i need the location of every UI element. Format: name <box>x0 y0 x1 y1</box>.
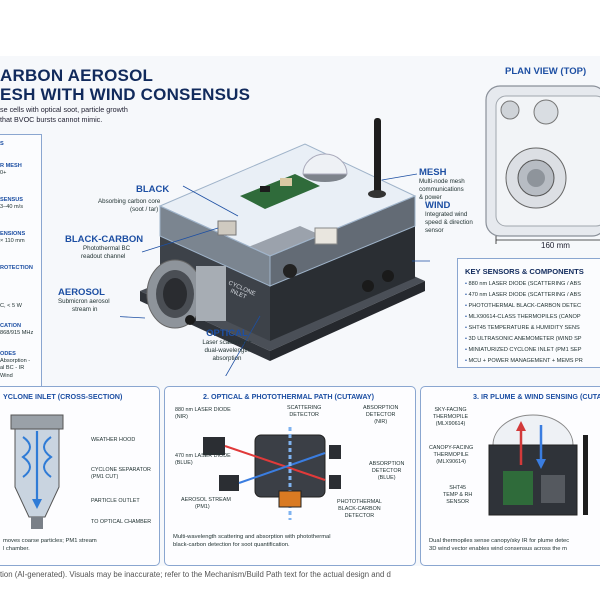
intro-text: se cells with optical soot, particle gro… <box>0 105 128 124</box>
panel-title: 2. OPTICAL & PHOTOTHERMAL PATH (CUTAWAY) <box>203 392 375 401</box>
spec-item: C, < 5 W <box>0 303 22 309</box>
callout-black-carbon: BLACK-CARBON Photothermal BC readout cha… <box>65 234 144 260</box>
panel-caption: moves coarse particles; PM1 stream l cha… <box>3 538 97 552</box>
wind-dome <box>492 414 574 446</box>
sensor-list-item: MINIATURIZED CYCLONE INLET (PM1 SEP <box>465 347 582 353</box>
plan-dimension: 160 mm <box>541 241 570 250</box>
spec-item: SENSUS 3–40 m/s <box>0 197 24 211</box>
panel-cyclone-inlet: YCLONE INLET (CROSS-SECTION) WEATHER HOO… <box>0 386 160 566</box>
sensor-module <box>217 220 237 236</box>
nir-beam <box>224 445 326 481</box>
key-sensors-box: KEY SENSORS & COMPONENTS 880 nm LASER DI… <box>457 258 600 368</box>
laser-diode-470 <box>219 475 239 491</box>
spec-item: ODES Absorption - al BC - IR Wind <box>0 351 31 379</box>
connector-port <box>382 270 394 282</box>
sensor-list-item: 880 nm LASER DIODE (SCATTERING / ABS <box>465 281 581 287</box>
sensor-list-item: PHOTOTHERMAL BLACK-CARBON DETEC <box>465 303 582 309</box>
housing-right-face <box>270 196 415 341</box>
sensor-list-item: 470 nm LASER DIODE (SCATTERING / ABS <box>465 292 581 298</box>
poster-title: ARBON AEROSOL ESH WITH WIND CONSENSUS <box>0 66 251 104</box>
laser-diode-880 <box>203 437 225 455</box>
callout-wind: WIND Integrated wind speed & direction s… <box>425 200 473 234</box>
poster: ARBON AEROSOL ESH WITH WIND CONSENSUS se… <box>0 56 600 566</box>
panel-caption: Multi-wavelength scattering and absorpti… <box>173 534 331 548</box>
sensor-list-item: MCU + POWER MANAGEMENT + MEMS PR <box>465 358 583 364</box>
mesh-antenna <box>374 118 381 194</box>
cyclone-cross-section <box>10 414 64 529</box>
callout-optical: OPTICAL Laser scattering + dual-waveleng… <box>202 328 252 362</box>
key-sensors-title: KEY SENSORS & COMPONENTS <box>465 267 584 276</box>
sensor-list-item: SHT45 TEMPERATURE & HUMIDITY SENS <box>465 325 580 331</box>
sensor-module <box>314 227 338 245</box>
weather-hood <box>10 414 64 430</box>
sensor-pcb <box>503 471 533 505</box>
sensor-list-item: MLX90614-CLASS THERMOPILES (CANOP <box>465 314 581 320</box>
spec-item: ROTECTION <box>0 265 33 271</box>
spec-item: R MESH 0+ <box>0 163 22 177</box>
button-knob <box>283 264 297 278</box>
panel-ir-wind: 3. IR PLUME & WIND SENSING (CUTA SKY-FAC… <box>420 386 600 566</box>
spec-item: S <box>0 141 4 147</box>
connector-port <box>185 315 195 325</box>
optical-chamber <box>203 427 341 520</box>
disclaimer-footer: tion (AI-generated). Visuals may be inac… <box>0 570 391 579</box>
panel-optical-path: 2. OPTICAL & PHOTOTHERMAL PATH (CUTAWAY)… <box>164 386 416 566</box>
sensor-node-device: CYCLONE INLET <box>120 118 430 376</box>
connector-port <box>362 280 374 292</box>
plan-view-drawing <box>485 85 600 244</box>
callout-black: BLACK <box>136 184 170 195</box>
spec-sidebar: S R MESH 0+ SENSUS 3–40 m/s ENSIONS × 11… <box>0 134 42 438</box>
ir-dome <box>302 153 348 175</box>
panel-title: 3. IR PLUME & WIND SENSING (CUTA <box>473 392 600 401</box>
callout-aerosol: AEROSOL Submicron aerosol stream in <box>58 287 110 313</box>
sensor-list-item: 3D ULTRASONIC ANEMOMETER (WIND SP <box>465 336 582 342</box>
blue-beam <box>238 452 326 484</box>
callout-mesh: MESH Multi-node mesh communications & po… <box>419 167 465 201</box>
ir-wind-cutaway <box>488 414 588 516</box>
callout-black-desc: Absorbing carbon core (soot / tar) <box>98 198 161 213</box>
panel-caption: Dual thermopiles sense canopy/sky IR for… <box>429 538 570 552</box>
spec-item: ENSIONS × 110 mm <box>0 231 26 245</box>
panel-title: YCLONE INLET (CROSS-SECTION) <box>3 392 123 401</box>
pcb-board <box>240 174 320 209</box>
plan-view-title: PLAN VIEW (TOP) <box>505 66 587 77</box>
spec-item: CATION 868/915 MHz <box>0 323 34 337</box>
photothermal-detector <box>278 490 302 508</box>
